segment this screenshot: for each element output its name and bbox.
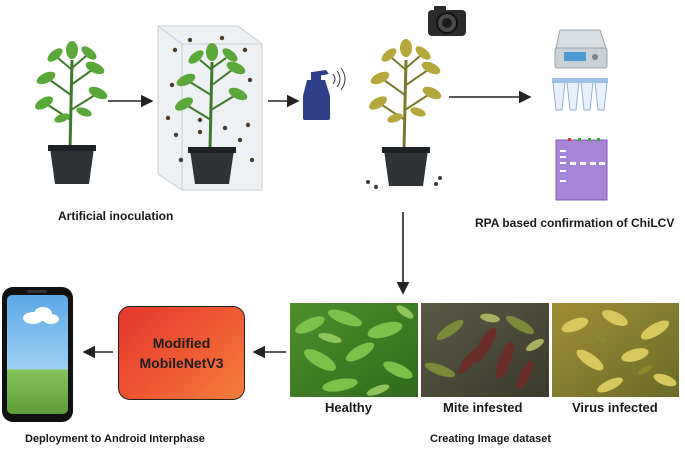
creating-dataset-label: Creating Image dataset [430, 433, 552, 445]
dataset-class-virus-infected: Virus infected [572, 400, 658, 415]
camera-icon [428, 6, 466, 36]
model-label-line2: MobileNetV3 [139, 355, 224, 371]
thermocycler-icon [554, 29, 608, 69]
gel-icon [555, 138, 608, 201]
dataset-image-virus-infected [552, 303, 679, 397]
insect-cage-icon [157, 25, 263, 191]
dataset-image-healthy [290, 303, 418, 397]
rpa-confirmation-label: RPA based confirmation of ChiLCV [475, 216, 675, 230]
dataset-class-mite-infested: Mite infested [443, 400, 523, 415]
dataset-image-mite-infested [421, 303, 549, 397]
model-box: Modified MobileNetV3 [118, 306, 245, 400]
artificial-inoculation-label: Artificial inoculation [58, 209, 174, 223]
deployment-label: Deployment to Android Interphase [25, 433, 205, 445]
spray-bottle-icon [303, 67, 346, 120]
pcr-tubes-icon [552, 78, 608, 111]
plant-icon [366, 39, 442, 189]
smartphone-icon [2, 287, 73, 422]
model-label-line1: Modified [152, 335, 211, 351]
dataset-class-healthy: Healthy [325, 400, 372, 415]
plant-icon [34, 41, 108, 184]
